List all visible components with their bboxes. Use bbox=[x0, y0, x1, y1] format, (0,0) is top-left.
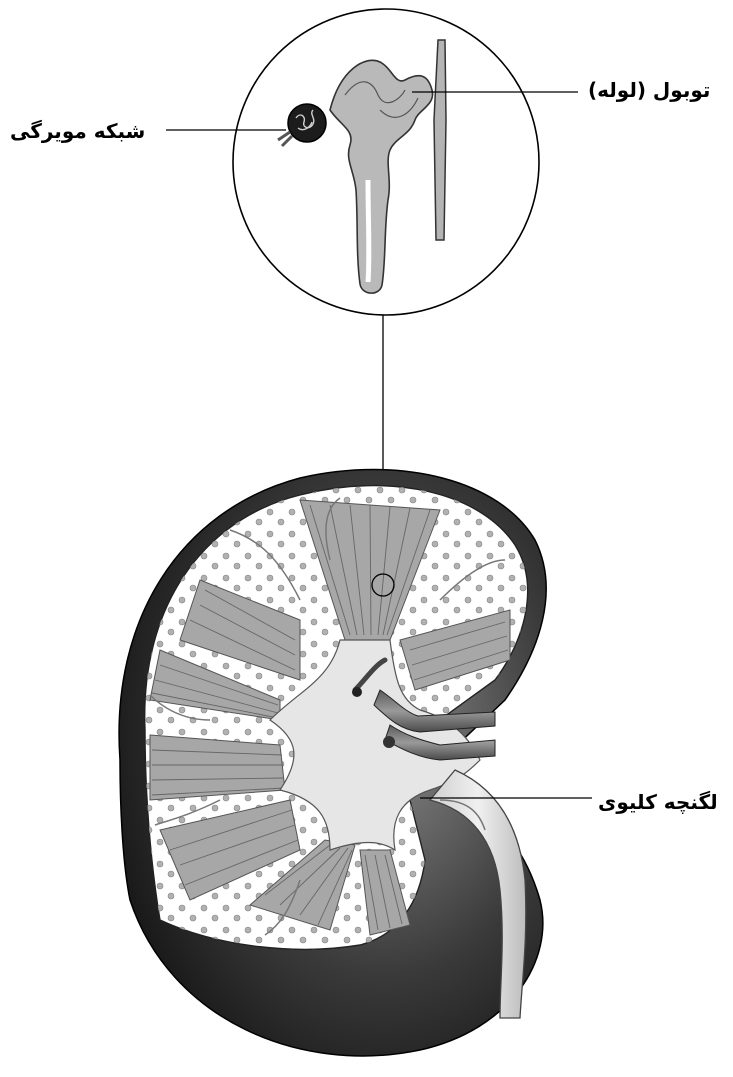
nephron-magnifier bbox=[166, 9, 578, 315]
tubule-label: توبول (لوله) bbox=[588, 80, 710, 100]
kidney bbox=[119, 470, 592, 1056]
renal-pelvis-label: لگنچه کلیوی bbox=[598, 792, 718, 812]
capillary-network-label: شبکه مویرگی bbox=[10, 121, 145, 141]
